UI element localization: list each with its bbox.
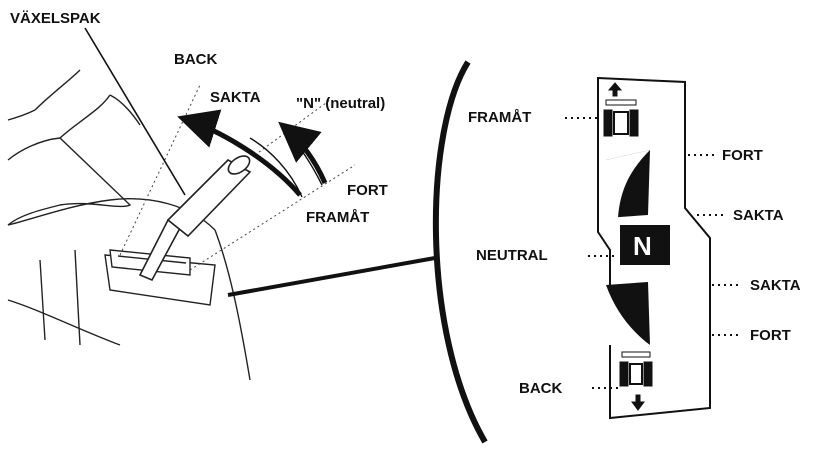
forward-tractor-icon bbox=[603, 82, 639, 137]
panel-label-sakta-lower: SAKTA bbox=[750, 277, 801, 294]
panel-label-neutral: NEUTRAL bbox=[476, 247, 548, 264]
framat-label-mid: FRAMÅT bbox=[306, 209, 370, 226]
reverse-tractor-icon bbox=[619, 351, 653, 411]
lever-label-leader bbox=[84, 27, 186, 196]
panel-label-leaders bbox=[565, 117, 742, 389]
panel-label-sakta-upper: SAKTA bbox=[733, 207, 784, 224]
panel-label-fort-upper: FORT bbox=[722, 147, 763, 164]
back-label-top: BACK bbox=[174, 51, 218, 68]
movement-arrows bbox=[177, 109, 328, 198]
lever-stick bbox=[138, 155, 252, 282]
lever-label: VÄXELSPAK bbox=[10, 10, 101, 27]
panel-label-fort-lower: FORT bbox=[750, 327, 791, 344]
panel-label-back: BACK bbox=[519, 380, 563, 397]
seat-outline bbox=[7, 69, 251, 381]
zoom-bracket bbox=[432, 60, 488, 444]
neutral-box bbox=[620, 225, 670, 265]
sakta-label-top: SAKTA bbox=[210, 89, 261, 106]
neutral-symbol: N bbox=[633, 231, 652, 261]
fort-label-mid: FORT bbox=[347, 182, 388, 199]
zoom-connector bbox=[227, 256, 436, 297]
panel-label-framat: FRAMÅT bbox=[468, 109, 532, 126]
neutral-label-top: "N" (neutral) bbox=[296, 95, 386, 112]
